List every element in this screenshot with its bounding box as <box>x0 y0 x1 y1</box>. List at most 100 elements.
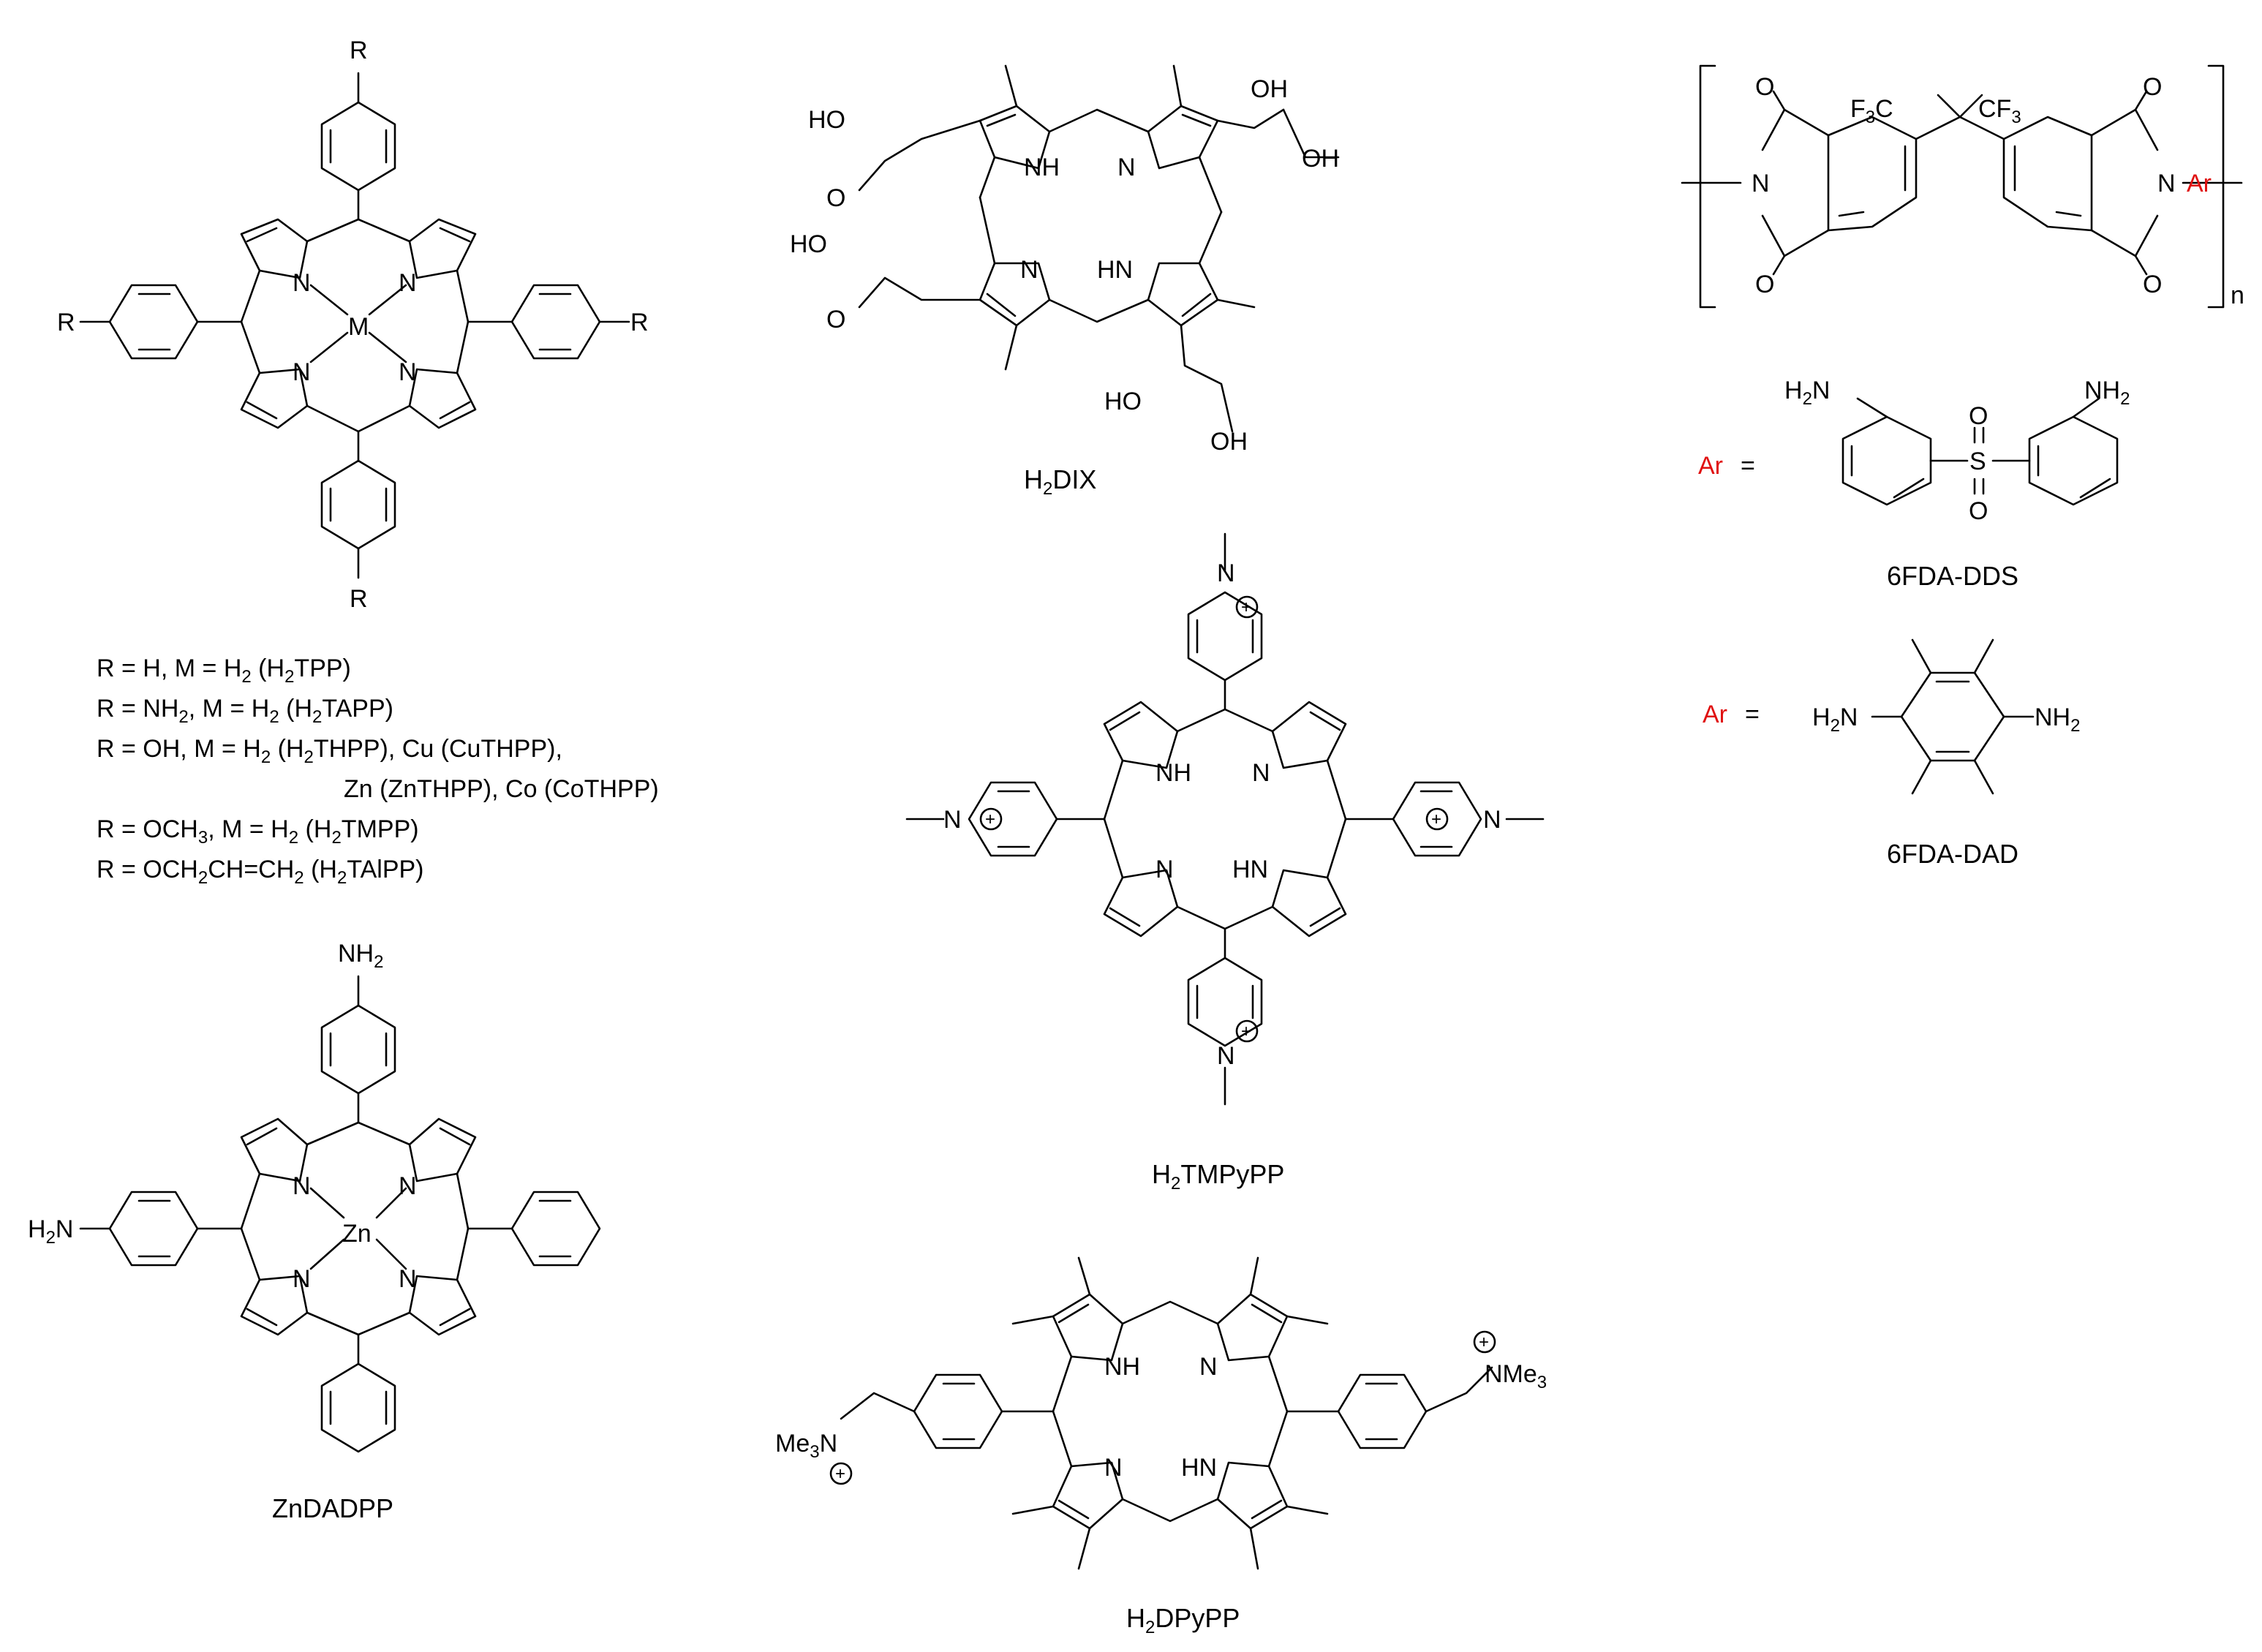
r-label-left: R <box>57 309 75 336</box>
svg-text:N: N <box>1483 806 1501 834</box>
svg-text:N: N <box>293 1172 311 1200</box>
svg-text:N: N <box>399 1172 417 1200</box>
svg-text:NH: NH <box>1024 154 1060 181</box>
r-label-top: R <box>350 37 368 64</box>
svg-text:N: N <box>1117 154 1136 181</box>
bottom-phenyl-ring <box>320 459 396 579</box>
porphyrin-series-legend: R = H, M = H2 (H2TPP) R = NH2, M = H2 (H… <box>97 655 659 888</box>
svg-text:HN: HN <box>1097 256 1133 284</box>
h2tmpypp-atom-labels: NH N N HN N N N N + + + + <box>943 559 1501 1070</box>
dds-bonds <box>1841 397 2119 506</box>
svg-text:+: + <box>1479 1332 1489 1352</box>
svg-text:N: N <box>1104 1454 1123 1482</box>
svg-text:N: N <box>293 1265 311 1293</box>
svg-text:HO: HO <box>808 106 845 134</box>
svg-text:O: O <box>1755 73 1774 101</box>
svg-text:OH: OH <box>1251 75 1288 103</box>
h2tmpypp-core-bonds <box>905 532 1545 1106</box>
svg-text:O: O <box>2143 271 2162 298</box>
svg-text:O: O <box>826 306 845 333</box>
repeat-index-n: n <box>2231 282 2244 309</box>
dad-bonds <box>1871 638 2035 795</box>
h2dix-core-bonds <box>858 64 1340 433</box>
left-phenyl-ring <box>79 284 199 360</box>
svg-text:N: N <box>1020 256 1038 284</box>
zndadpp-atom-labels: N N N N Zn NH2 H2N <box>28 940 417 1293</box>
h2dpypp-atom-labels: NH N N HN NMe3 Me3N + + <box>775 1332 1547 1484</box>
metal-center-label: M <box>348 313 369 341</box>
zndadpp-core-bonds <box>79 975 601 1453</box>
svg-text:F3C: F3C <box>1850 95 1893 127</box>
svg-text:N: N <box>1217 1042 1235 1070</box>
h2tmpypp-structure: NH N N HN N N N N + + + + H2TMPyPP <box>905 532 1545 1193</box>
svg-text:N: N <box>1155 856 1174 883</box>
svg-text:+: + <box>1241 1022 1251 1041</box>
svg-text:+: + <box>985 810 995 829</box>
svg-text:H2N: H2N <box>28 1215 73 1248</box>
zndadpp-structure: N N N N Zn NH2 H2N ZnDADPP <box>28 940 601 1523</box>
dad-equals: = <box>1745 701 1760 728</box>
6fda-dds-diamine: Ar = H2N NH2 S O O 6FDA-DDS <box>1698 377 2130 591</box>
svg-text:+: + <box>1241 597 1251 617</box>
legend-line-h2thpp: R = OH, M = H2 (H2THPP), Cu (CuTHPP), <box>97 735 562 767</box>
svg-text:+: + <box>835 1464 845 1484</box>
legend-line-h2tmpp: R = OCH3, M = H2 (H2TMPP) <box>97 815 419 848</box>
polyimide-repeat-unit: O O N F3C CF3 O O N Ar n <box>1681 64 2244 309</box>
polyimide-atom-labels: O O N F3C CF3 O O N <box>1752 73 2176 298</box>
dds-ar-label: Ar <box>1698 452 1723 480</box>
svg-text:N: N <box>1217 559 1235 587</box>
dds-oxygen-top: O <box>1969 402 1988 430</box>
porphyrin-core-bonds <box>196 189 513 462</box>
svg-text:NH: NH <box>1104 1353 1140 1381</box>
svg-text:HN: HN <box>1181 1454 1217 1482</box>
dad-ar-label: Ar <box>1703 701 1727 728</box>
svg-text:N: N <box>399 1265 417 1293</box>
h2tmpypp-caption: H2TMPyPP <box>1152 1159 1284 1193</box>
svg-text:N: N <box>2157 170 2176 197</box>
svg-text:+: + <box>1431 810 1441 829</box>
svg-text:CF3: CF3 <box>1978 95 2021 127</box>
pyrrole-nitrogen-labels: N N N N <box>293 269 417 386</box>
svg-text:N: N <box>293 358 311 386</box>
dds-sulfur: S <box>1969 448 1986 475</box>
h2dpypp-core-bonds <box>829 1256 1496 1570</box>
h2dpypp-caption: H2DPyPP <box>1126 1603 1240 1637</box>
6fda-dad-diamine: Ar = H2N NH2 6FDA-DAD <box>1703 638 2080 869</box>
svg-text:NH2: NH2 <box>338 940 383 972</box>
dad-caption: 6FDA-DAD <box>1887 839 2018 869</box>
polyimide-bonds <box>1681 64 2243 309</box>
r-label-right: R <box>630 309 649 336</box>
h2dpypp-structure: NH N N HN NMe3 Me3N + + H2DPyPP <box>775 1256 1547 1637</box>
r-label-bottom: R <box>350 585 368 613</box>
right-phenyl-ring <box>510 284 630 360</box>
svg-text:N: N <box>399 358 417 386</box>
svg-text:HO: HO <box>1104 388 1142 415</box>
polyimide-ar-label: Ar <box>2187 170 2212 197</box>
h2dix-caption: H2DIX <box>1024 464 1096 499</box>
svg-text:O: O <box>2143 73 2162 101</box>
legend-line-h2talpp: R = OCH2CH=CH2 (H2TAlPP) <box>97 856 424 888</box>
svg-text:NMe3: NMe3 <box>1485 1360 1547 1392</box>
svg-text:N: N <box>399 269 417 297</box>
svg-text:NH: NH <box>1155 759 1191 787</box>
dds-left-amine: H2N <box>1784 377 1830 409</box>
svg-text:N: N <box>1752 170 1770 197</box>
h2dix-structure: NH N N HN HO O HO O OH OH HO OH H2DIX <box>790 64 1340 499</box>
svg-text:O: O <box>1755 271 1774 298</box>
svg-text:Me3N: Me3N <box>775 1430 837 1462</box>
h2dix-atom-labels: NH N N HN HO O HO O OH OH HO OH <box>790 75 1339 456</box>
svg-text:OH: OH <box>1302 145 1339 173</box>
dds-oxygen-bottom: O <box>1969 497 1988 525</box>
dds-right-amine: NH2 <box>2084 377 2130 409</box>
svg-text:N: N <box>293 269 311 297</box>
zndadpp-caption: ZnDADPP <box>272 1493 393 1523</box>
svg-text:HN: HN <box>1232 856 1268 883</box>
dad-left-amine: H2N <box>1812 704 1858 736</box>
dds-equals: = <box>1741 452 1755 480</box>
svg-text:OH: OH <box>1210 428 1248 456</box>
svg-text:O: O <box>826 184 845 212</box>
svg-text:Zn: Zn <box>342 1220 372 1248</box>
svg-text:N: N <box>1199 1353 1218 1381</box>
legend-line-h2tapp: R = NH2, M = H2 (H2TAPP) <box>97 695 393 727</box>
